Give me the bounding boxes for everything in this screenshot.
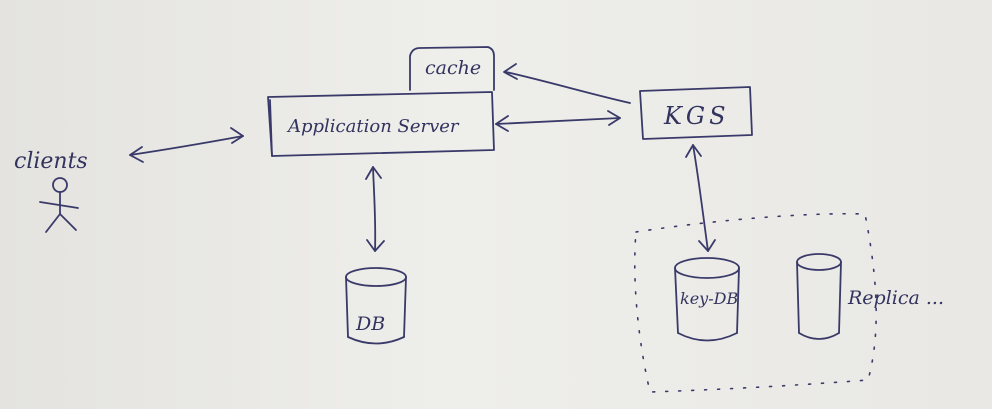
appserver-kgs-arrow (495, 110, 621, 132)
clients-appserver-arrow (129, 127, 244, 163)
clients-label: clients (14, 149, 88, 174)
key-db-label: key-DB (680, 289, 738, 308)
kgs-box: KGS (639, 86, 753, 140)
kgs-label: KGS (663, 102, 730, 130)
kgs-cache-arrow (503, 63, 631, 104)
replica-cylinder (796, 253, 842, 340)
kgs-keydb-arrow (685, 144, 716, 252)
application-server-box: Application Server (267, 91, 495, 157)
client-stick-figure-icon (39, 177, 79, 233)
db-label: DB (355, 313, 385, 335)
application-server-label: Application Server (286, 116, 460, 137)
replica-label: Replica ... (847, 287, 944, 309)
cache-label: cache (425, 57, 481, 79)
key-db-cylinder: key-DB (674, 257, 740, 342)
cache-box: cache (409, 46, 495, 91)
appserver-db-arrow (365, 166, 385, 252)
key-storage-dotted-region (633, 212, 877, 393)
db-cylinder: DB (345, 267, 407, 345)
